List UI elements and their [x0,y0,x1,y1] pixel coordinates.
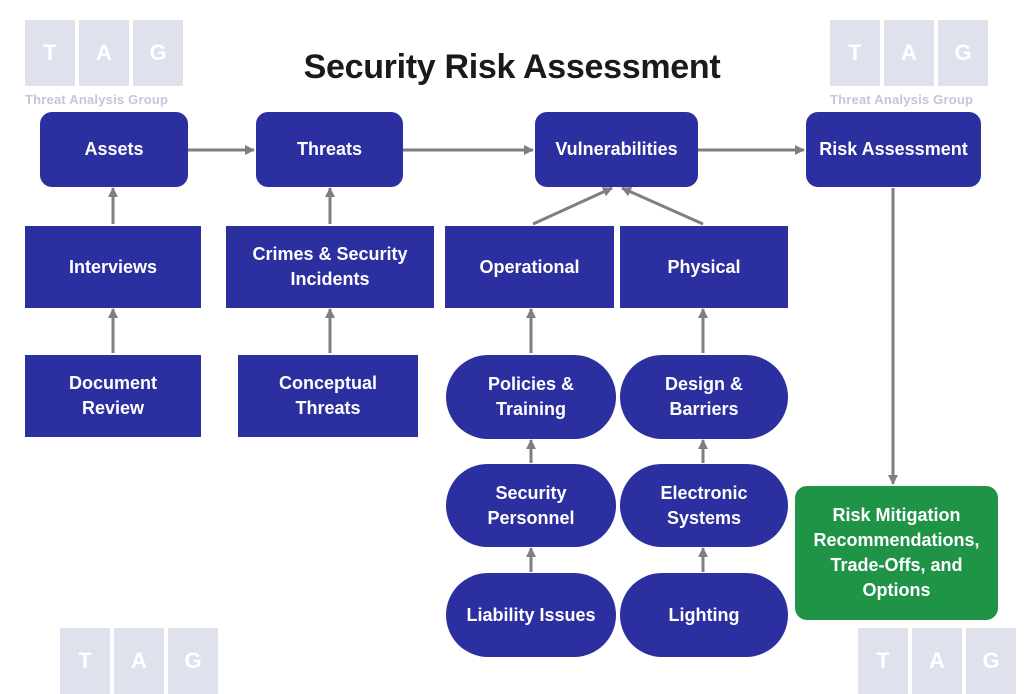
node-operational: Operational [445,226,614,308]
tag-logo-top-right: T A G Threat Analysis Group [830,20,998,107]
node-risk-mitigation: Risk Mitigation Recommendations, Trade-O… [795,486,998,620]
node-policies-training: Policies & Training [446,355,616,439]
node-design-barriers: Design & Barriers [620,355,788,439]
logo-letter-a: A [884,20,934,86]
connector-layer [108,145,898,572]
node-threats: Threats [256,112,403,187]
node-conceptual-threats: Conceptual Threats [238,355,418,437]
logo-letter-g: G [133,20,183,86]
node-electronic-systems: Electronic Systems [620,464,788,547]
node-risk-assessment: Risk Assessment [806,112,981,187]
arrow-operational-to-vulnerabilities [532,186,613,226]
logo-caption: Threat Analysis Group [25,92,169,107]
logo-letter-g: G [938,20,988,86]
logo-letter-t: T [25,20,75,86]
node-vulnerabilities: Vulnerabilities [535,112,698,187]
node-liability-issues: Liability Issues [446,573,616,657]
logo-caption: Threat Analysis Group [830,92,974,107]
diagram-title: Security Risk Assessment [303,48,721,86]
node-document-review: Document Review [25,355,201,437]
logo-letter-t: T [830,20,880,86]
arrow-physical-to-vulnerabilities [621,186,704,226]
tag-logo-top-left: T A G Threat Analysis Group [25,20,193,107]
node-physical: Physical [620,226,788,308]
logo-letter-a: A [79,20,129,86]
node-assets: Assets [40,112,188,187]
node-crimes-security-incidents: Crimes & Security Incidents [226,226,434,308]
node-interviews: Interviews [25,226,201,308]
node-lighting: Lighting [620,573,788,657]
node-security-personnel: Security Personnel [446,464,616,547]
